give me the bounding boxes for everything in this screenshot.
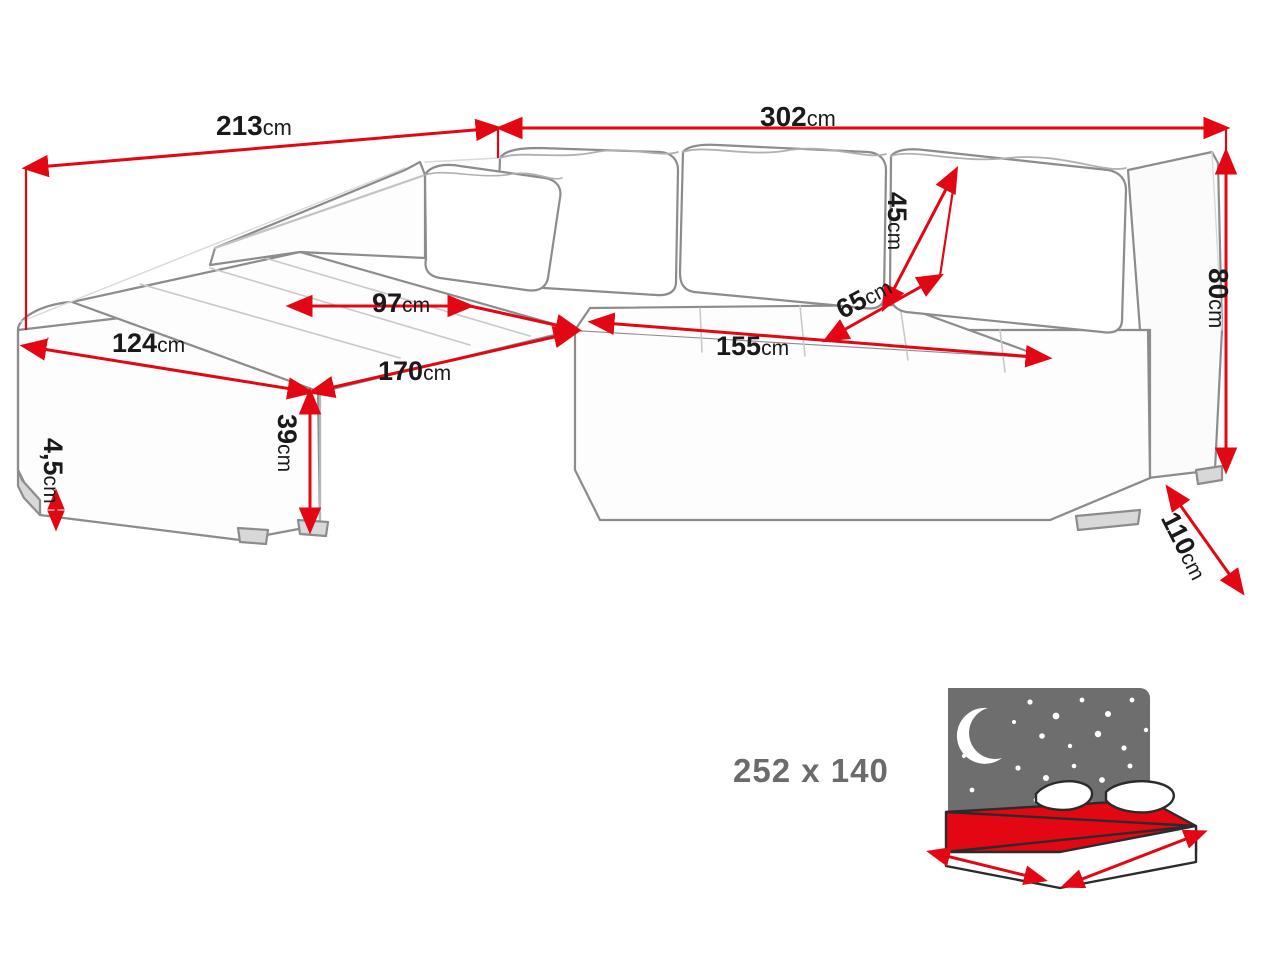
bed-size-label: 252 x 140	[733, 752, 889, 789]
bed-dim-width	[926, 847, 1048, 885]
dim-label-213: 213cm	[216, 110, 292, 141]
dim-line-170	[307, 326, 581, 398]
dim-label-97: 97cm	[372, 288, 431, 318]
dim-label-170: 170cm	[378, 356, 452, 386]
dim-line-124	[19, 338, 315, 400]
dim-label-155: 155cm	[716, 331, 790, 361]
dim-line-97-b	[469, 304, 583, 337]
mattress-icon	[944, 798, 1198, 890]
dim-line-155	[587, 312, 1053, 368]
dim-label-302: 302cm	[760, 101, 836, 132]
dim-line-213	[21, 118, 503, 178]
bed-dim-length	[1060, 829, 1208, 889]
dim-line-110	[1165, 484, 1245, 596]
dim-label-124: 124cm	[112, 328, 186, 358]
pillows-icon	[1034, 780, 1176, 814]
